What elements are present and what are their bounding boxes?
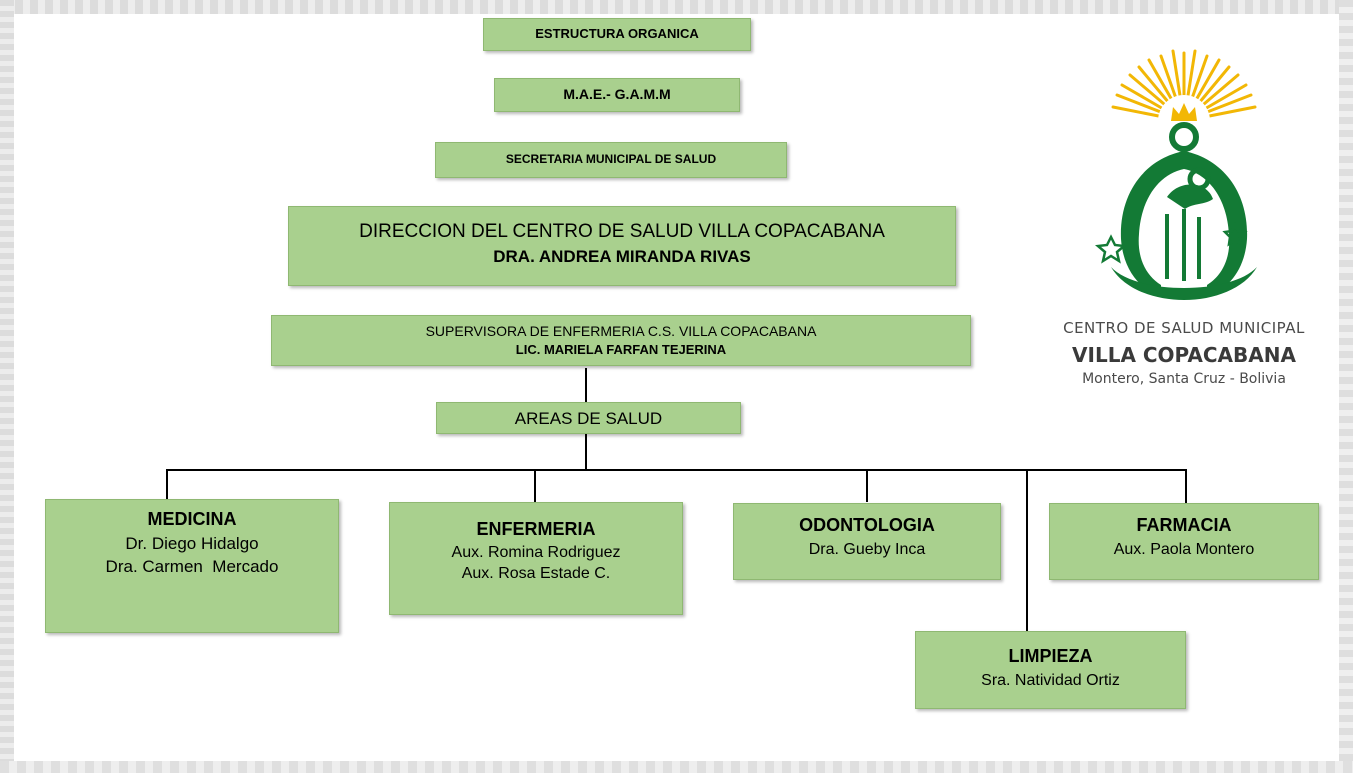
frame-right (1339, 0, 1353, 773)
secretaria-label: SECRETARIA MUNICIPAL DE SALUD (505, 152, 717, 166)
box-farmacia: FARMACIA Aux. Paola Montero (1049, 503, 1319, 580)
odontologia-member: Dra. Gueby Inca (808, 541, 926, 558)
connector-medicina (166, 469, 168, 501)
supervisora-name: LIC. MARIELA FARFAN TEJERINA (515, 342, 727, 357)
direccion-title: DIRECCION DEL CENTRO DE SALUD VILLA COPA… (359, 221, 885, 242)
box-limpieza: LIMPIEZA Sra. Natividad Ortiz (915, 631, 1186, 709)
frame-left (0, 0, 14, 773)
box-medicina: MEDICINA Dr. Diego Hidalgo Dra. Carmen M… (45, 499, 339, 633)
connector-areas-bus (585, 432, 587, 470)
connector-supervisora-areas (585, 368, 587, 404)
direccion-name: DRA. ANDREA MIRANDA RIVAS (493, 247, 751, 266)
enfermeria-member: Aux. Rosa Estade C. (461, 565, 611, 582)
limpieza-title: LIMPIEZA (1008, 646, 1093, 666)
box-direccion: DIRECCION DEL CENTRO DE SALUD VILLA COPA… (288, 206, 956, 286)
frame-top (0, 0, 1353, 14)
mae-label: M.A.E.- G.A.M.M (563, 86, 671, 102)
farmacia-title: FARMACIA (1136, 515, 1232, 535)
box-estructura-organica: ESTRUCTURA ORGANICA (483, 18, 751, 51)
connector-farmacia (1185, 469, 1187, 503)
medicina-title: MEDICINA (147, 509, 237, 529)
box-odontologia: ODONTOLOGIA Dra. Gueby Inca (733, 503, 1001, 580)
logo-line-2: VILLA COPACABANA (1072, 343, 1296, 367)
box-secretaria: SECRETARIA MUNICIPAL DE SALUD (435, 142, 787, 178)
box-mae: M.A.E.- G.A.M.M (494, 78, 740, 112)
supervisora-title: SUPERVISORA DE ENFERMERIA C.S. VILLA COP… (425, 323, 817, 339)
enfermeria-title: ENFERMERIA (476, 519, 596, 539)
org-chart-slide: ESTRUCTURA ORGANICA M.A.E.- G.A.M.M SECR… (14, 14, 1339, 761)
box-enfermeria: ENFERMERIA Aux. Romina Rodriguez Aux. Ro… (389, 502, 683, 615)
limpieza-member: Sra. Natividad Ortiz (981, 672, 1120, 689)
box-areas-de-salud: AREAS DE SALUD (436, 402, 741, 434)
logo-line-1: CENTRO DE SALUD MUNICIPAL (1063, 319, 1305, 337)
centro-salud-logo: CENTRO DE SALUD MUNICIPAL VILLA COPACABA… (1019, 29, 1349, 419)
odontologia-title: ODONTOLOGIA (799, 515, 935, 535)
connector-horizontal-bus (166, 469, 1186, 471)
connector-enfermeria (534, 469, 536, 502)
box-supervisora: SUPERVISORA DE ENFERMERIA C.S. VILLA COP… (271, 315, 971, 366)
farmacia-member: Aux. Paola Montero (1113, 541, 1255, 558)
medicina-member: Dr. Diego Hidalgo (125, 534, 259, 553)
frame-bottom (0, 761, 1353, 773)
virgin-mary-emblem-icon (1095, 49, 1257, 300)
estructura-organica-label: ESTRUCTURA ORGANICA (535, 26, 699, 41)
connector-odontologia (866, 469, 868, 502)
areas-label: AREAS DE SALUD (514, 409, 663, 428)
medicina-member: Dra. Carmen Mercado (105, 557, 279, 576)
enfermeria-member: Aux. Romina Rodriguez (451, 544, 621, 561)
connector-limpieza (1026, 469, 1028, 633)
logo-line-3: Montero, Santa Cruz - Bolivia (1082, 371, 1286, 387)
